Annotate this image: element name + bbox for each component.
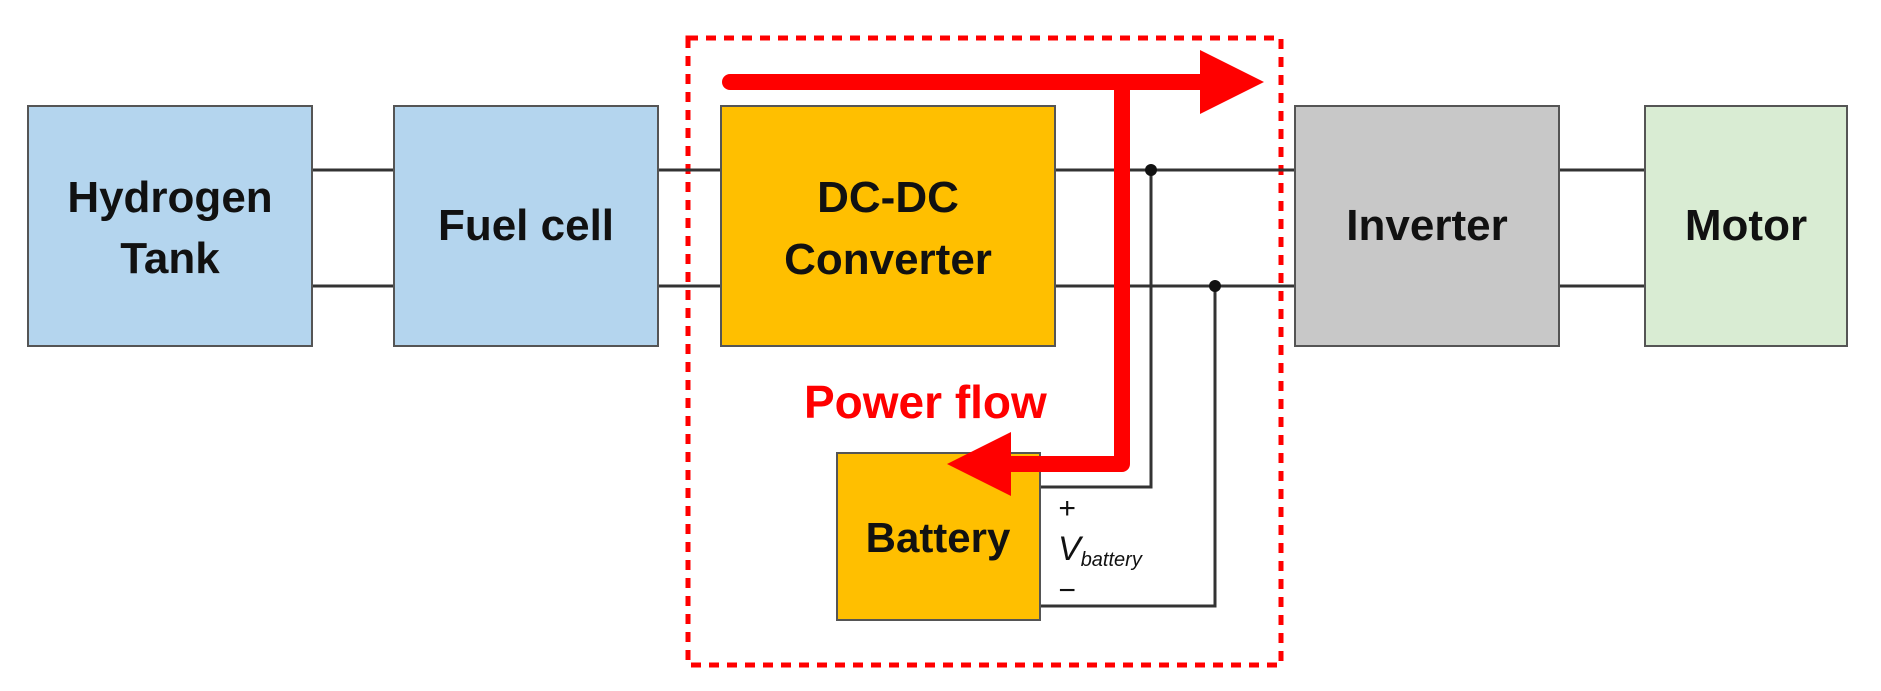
wires [312, 168, 1645, 608]
battery-label: Battery [866, 514, 1011, 561]
fuel-cell-block: Fuel cell [393, 105, 659, 347]
battery-block: Battery [836, 452, 1041, 621]
voltage-subscript: battery [1081, 549, 1143, 571]
converter-label-line1: DC-DC [817, 173, 959, 222]
wire-battery-negative [1040, 286, 1217, 608]
battery-voltage-symbol: Vbattery [1058, 530, 1143, 571]
fuel-cell-label: Fuel cell [438, 201, 614, 250]
power-flow-arrow-to-battery [947, 82, 1130, 496]
converter-battery-boundary [685, 35, 1284, 668]
battery-plus-sign: + [1058, 492, 1076, 525]
converter-label-line2: Converter [784, 235, 992, 284]
wire-battery-positive [1040, 170, 1153, 489]
battery-minus-sign: − [1058, 574, 1076, 607]
junction-dot-top [1145, 164, 1157, 176]
voltage-symbol: V [1058, 530, 1084, 568]
motor-label: Motor [1685, 201, 1807, 250]
inverter-label: Inverter [1346, 201, 1507, 250]
motor-block: Motor [1644, 105, 1848, 347]
dc-dc-converter-block: DC-DC Converter [720, 105, 1056, 347]
hydrogen-tank-label-line1: Hydrogen [67, 173, 272, 222]
hydrogen-tank-block: Hydrogen Tank [27, 105, 313, 347]
junction-dot-bottom [1209, 280, 1221, 292]
power-flow-label: Power flow [804, 376, 1047, 428]
inverter-block: Inverter [1294, 105, 1560, 347]
hydrogen-tank-label-line2: Tank [120, 234, 220, 283]
